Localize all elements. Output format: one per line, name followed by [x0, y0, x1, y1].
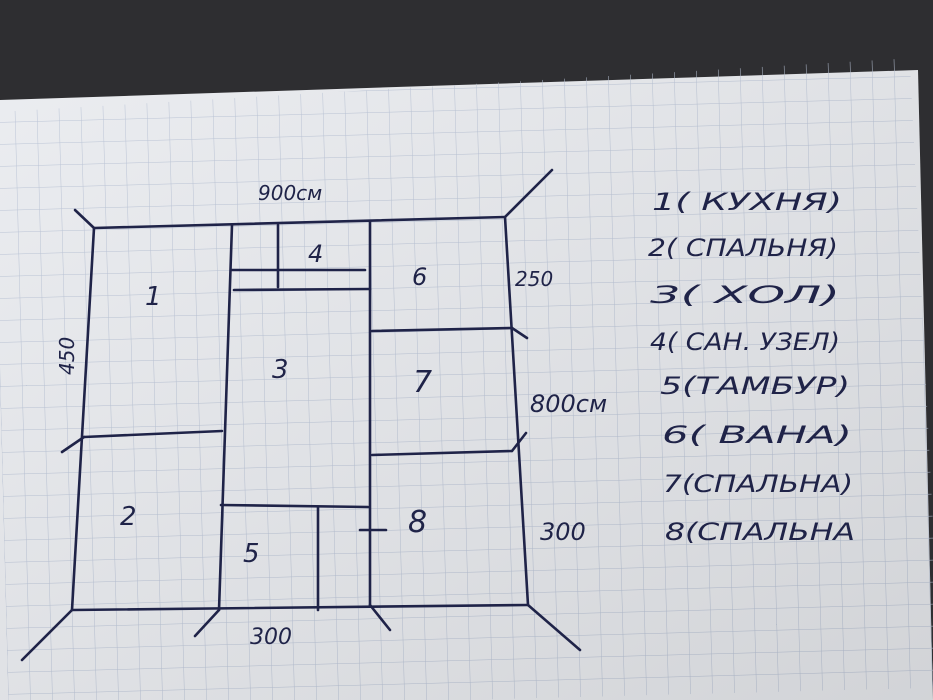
dim-top: 900см — [258, 181, 322, 205]
outer-wall-top — [92, 215, 507, 230]
room-number-3: 3 — [272, 355, 289, 385]
legend-item: 3( ХОЛ) — [650, 281, 840, 309]
wall-3-5 — [219, 503, 370, 509]
room-number-4: 4 — [308, 240, 323, 268]
wall-7-8 — [370, 449, 514, 457]
legend-item: 5(ТАМБУР) — [660, 372, 850, 400]
room-number-1: 1 — [145, 282, 162, 312]
outer-wall-right — [503, 215, 530, 607]
room-number-6: 6 — [412, 263, 427, 291]
dim-bottom: 300 — [250, 625, 292, 650]
legend-item: 8(СПАЛЬНА — [665, 518, 855, 546]
legend-item: 4( САН. УЗЕЛ) — [650, 328, 840, 356]
legend-item: 7(СПАЛЬНА) — [663, 470, 853, 498]
dim-right-total: 800см — [530, 390, 607, 418]
apartment-plan — [20, 168, 582, 662]
room-number-7: 7 — [413, 365, 432, 400]
legend-item: 2( СПАЛЬНЯ) — [648, 234, 838, 262]
room-number-5: 5 — [243, 539, 260, 569]
dim-right-lower: 300 — [540, 518, 586, 546]
room-legend: 1( КУХНЯ) 2( СПАЛЬНЯ) 3( ХОЛ) 4( САН. УЗЕЛ)… — [648, 188, 855, 546]
wall-1-2 — [82, 429, 224, 439]
wall-6-7 — [370, 326, 514, 333]
room-number-8: 8 — [408, 505, 427, 540]
dim-left: 450 — [55, 337, 79, 375]
wall-center-left — [217, 223, 234, 612]
outer-wall-bottom — [70, 603, 530, 612]
legend-item: 6( ВАНА) — [662, 421, 852, 449]
room-number-2: 2 — [120, 502, 137, 532]
dim-right-upper: 250 — [515, 267, 553, 291]
outer-wall-left — [70, 226, 96, 612]
legend-item: 1( КУХНЯ) — [652, 188, 842, 216]
